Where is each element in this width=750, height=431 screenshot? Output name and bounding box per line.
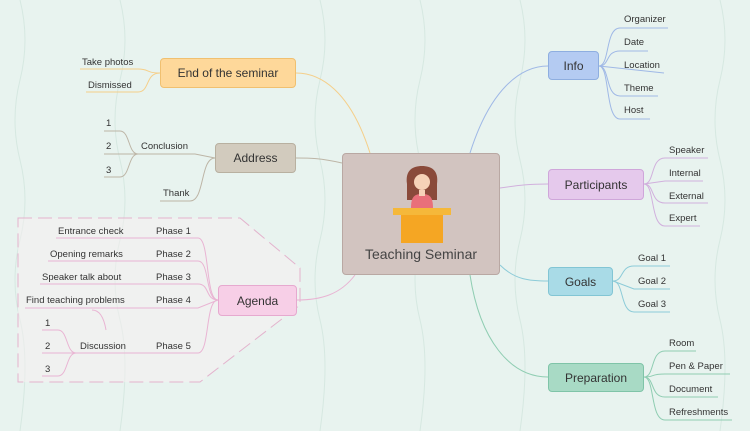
branch-label: Agenda — [236, 293, 279, 308]
leaf-agenda-phase[interactable]: Phase 5 — [156, 341, 191, 352]
leaf-agenda-phase[interactable]: Phase 4 — [156, 295, 191, 306]
branch-address[interactable]: Address — [215, 143, 296, 173]
leaf-discussion-item[interactable]: 1 — [45, 318, 51, 329]
leaf-info[interactable]: Theme — [624, 83, 654, 94]
leaf-info[interactable]: Date — [624, 37, 645, 48]
branch-label: Goals — [564, 274, 597, 289]
leaf-participants[interactable]: Speaker — [669, 145, 705, 156]
branch-label: Info — [563, 58, 584, 73]
leaf-end-of-seminar[interactable]: Dismissed — [88, 80, 132, 91]
branch-end-of-seminar[interactable]: End of the seminar — [160, 58, 296, 88]
leaf-participants[interactable]: Expert — [669, 213, 697, 224]
leaf-info[interactable]: Location — [624, 60, 660, 71]
leaf-goals[interactable]: Goal 1 — [638, 253, 666, 264]
leaf-discussion-item[interactable]: 3 — [45, 364, 51, 375]
central-topic[interactable]: Teaching Seminar — [342, 153, 500, 275]
branch-label: End of the seminar — [177, 66, 279, 80]
leaf-preparation[interactable]: Document — [669, 384, 713, 395]
leaf-end-of-seminar[interactable]: Take photos — [82, 57, 134, 68]
leaf-agenda-phase[interactable]: Phase 3 — [156, 272, 191, 283]
leaf-discussion-item[interactable]: 2 — [45, 341, 51, 352]
leaf-conclusion-item[interactable]: 3 — [106, 165, 112, 176]
agenda-boundary — [17, 217, 301, 383]
branch-label: Participants — [564, 177, 628, 192]
leaf-address-conclusion[interactable]: Conclusion — [141, 141, 188, 152]
leaf-agenda-detail[interactable]: Entrance check — [58, 226, 124, 237]
leaf-goals[interactable]: Goal 3 — [638, 299, 666, 310]
leaf-participants[interactable]: Internal — [669, 168, 701, 179]
leaf-info[interactable]: Organizer — [624, 14, 666, 25]
leaf-agenda-phase[interactable]: Phase 2 — [156, 249, 191, 260]
teacher-at-podium-icon — [393, 166, 451, 243]
leaf-preparation[interactable]: Refreshments — [669, 407, 729, 418]
leaf-conclusion-item[interactable]: 1 — [106, 118, 112, 129]
branch-info[interactable]: Info — [548, 51, 599, 80]
leaf-goals[interactable]: Goal 2 — [638, 276, 666, 287]
leaf-agenda-detail[interactable]: Opening remarks — [50, 249, 123, 260]
leaf-agenda-detail[interactable]: Discussion — [80, 341, 126, 352]
leaf-participants[interactable]: External — [669, 191, 704, 202]
leaf-address-thank[interactable]: Thank — [163, 188, 190, 199]
leaf-conclusion-item[interactable]: 2 — [106, 141, 112, 152]
central-topic-label: Teaching Seminar — [364, 246, 478, 262]
leaf-agenda-detail[interactable]: Speaker talk about — [42, 272, 122, 283]
branch-agenda[interactable]: Agenda — [218, 285, 297, 316]
leaf-agenda-phase[interactable]: Phase 1 — [156, 226, 191, 237]
leaf-preparation[interactable]: Room — [669, 338, 695, 349]
branch-label: Preparation — [564, 370, 628, 385]
leaf-preparation[interactable]: Pen & Paper — [669, 361, 723, 372]
branch-participants[interactable]: Participants — [548, 169, 644, 200]
branch-label: Address — [233, 151, 278, 165]
branch-preparation[interactable]: Preparation — [548, 363, 644, 392]
branch-goals[interactable]: Goals — [548, 267, 613, 296]
leaf-agenda-detail[interactable]: Find teaching problems — [26, 295, 125, 306]
leaf-info[interactable]: Host — [624, 105, 644, 116]
